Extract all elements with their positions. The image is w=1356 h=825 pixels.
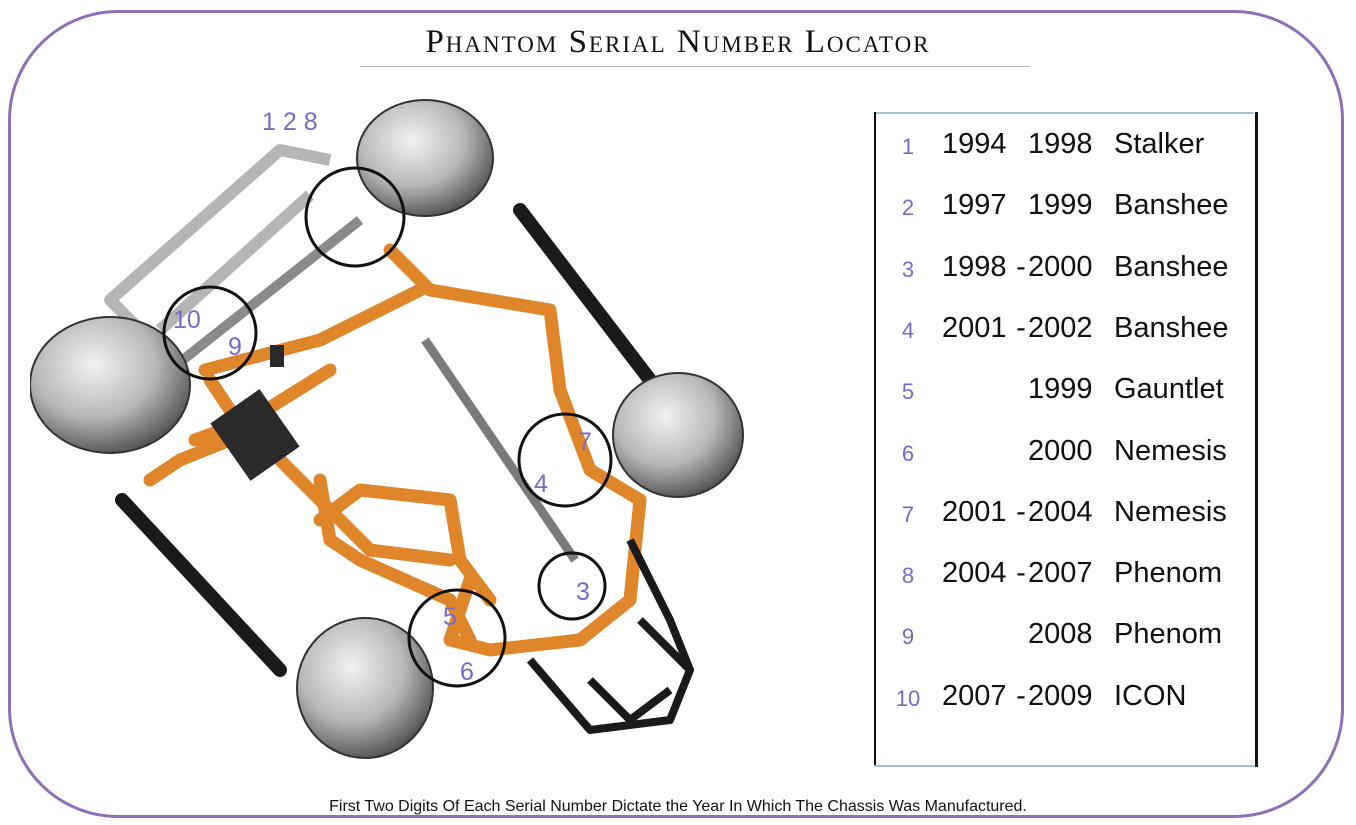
tire-rear-left — [356, 99, 494, 217]
legend-row: 10 2007-2009 ICON — [874, 680, 1258, 720]
kart-chassis-illustration: 1 2 8 10 9 7 4 3 5 6 — [30, 99, 744, 759]
legend-row: 4 2001-2002 Banshee — [874, 312, 1258, 352]
legend-start-year: 2001 — [942, 311, 1007, 344]
legend-dash: - — [1016, 495, 1026, 528]
tire-rear-right — [30, 316, 191, 454]
tire-front-right — [612, 372, 744, 498]
title-underline — [360, 66, 1030, 67]
legend-end-year: 1999 — [1028, 373, 1093, 406]
legend-row: 8 2004-2007 Phenom — [874, 557, 1258, 597]
legend-number: 1 — [901, 134, 915, 159]
legend-end-year: 2008 — [1028, 618, 1093, 651]
legend-number: 2 — [901, 195, 915, 221]
steering-column — [421, 337, 579, 563]
legend-start-year: 2004 — [942, 557, 1007, 590]
callout-9: 9 — [228, 333, 242, 361]
seat-mount — [210, 345, 300, 481]
legend-model: Banshee — [1114, 189, 1229, 222]
legend-start-year: 2007 — [942, 679, 1007, 712]
legend-dash: - — [1016, 311, 1026, 344]
legend-row: 7 2001-2004 Nemesis — [874, 496, 1258, 536]
legend-model: Stalker — [1114, 128, 1205, 160]
legend-row: 6 2000 Nemesis — [874, 435, 1258, 475]
legend-number: 5 — [901, 379, 915, 405]
legend-model: Banshee — [1114, 311, 1229, 344]
legend-number: 10 — [895, 685, 921, 711]
callout-1-2-8: 1 2 8 — [262, 108, 318, 136]
legend-row: 1 1994 1998 Stalker — [874, 128, 1258, 168]
legend-model: Banshee — [1114, 250, 1229, 283]
legend-model: Nemesis — [1114, 434, 1227, 467]
callout-10: 10 — [173, 306, 201, 334]
rear-bumper — [104, 144, 332, 345]
legend-start-year: 1997 — [942, 189, 1007, 222]
tires — [30, 99, 744, 759]
legend-row: 9 2008 Phenom — [874, 618, 1258, 658]
legend-right-rule — [1255, 112, 1258, 767]
circle-location-5-6 — [407, 588, 507, 688]
legend-number: 3 — [901, 256, 915, 282]
legend-model: ICON — [1114, 679, 1187, 712]
legend-start-year: 2001 — [942, 495, 1007, 528]
legend-dash: - — [1016, 557, 1026, 590]
legend-model: Phenom — [1114, 557, 1223, 590]
footer-note: First Two Digits Of Each Serial Number D… — [329, 798, 1027, 815]
legend-row: 2 1997 1999 Banshee — [874, 189, 1258, 229]
legend-end-year: 1998 — [1028, 128, 1093, 160]
legend-number: 4 — [901, 317, 915, 343]
legend-number: 6 — [901, 440, 915, 466]
legend-end-year: 2004 — [1028, 495, 1093, 528]
legend-end-year: 2000 — [1028, 434, 1093, 467]
legend-end-year: 2007 — [1028, 557, 1093, 590]
tire-front-left — [296, 617, 434, 759]
legend-end-year: 2009 — [1028, 679, 1093, 712]
legend-left-rule — [874, 112, 876, 767]
callout-4: 4 — [534, 470, 548, 498]
callout-3: 3 — [576, 578, 590, 606]
legend-top-rule — [874, 112, 1254, 114]
rounded-frame — [8, 10, 1344, 818]
circle-location-9-10 — [162, 285, 258, 381]
circle-location-3 — [537, 551, 607, 621]
legend-dash: - — [1016, 679, 1026, 712]
legend-end-year: 1999 — [1028, 189, 1093, 222]
callout-6: 6 — [460, 658, 474, 686]
callout-5: 5 — [443, 603, 457, 631]
legend-dash: - — [1016, 250, 1026, 283]
front-bumper-frame — [526, 538, 694, 734]
legend-row: 3 1998-2000 Banshee — [874, 251, 1258, 291]
circle-location-4-7 — [517, 412, 613, 508]
page-title: Phantom Serial Number Locator — [425, 24, 931, 60]
legend-model: Nemesis — [1114, 495, 1227, 528]
legend-number: 8 — [901, 563, 915, 589]
circle-location-1-2-8 — [304, 166, 406, 268]
side-bumpers — [115, 203, 657, 677]
legend-end-year: 2000 — [1028, 250, 1093, 283]
serial-location-circles — [162, 166, 613, 688]
legend-end-year: 2002 — [1028, 311, 1093, 344]
legend-number: 9 — [901, 624, 915, 650]
orange-frame-tubes — [143, 243, 647, 657]
rear-axle — [166, 216, 364, 374]
legend-bottom-rule — [874, 765, 1254, 767]
legend-model: Gauntlet — [1114, 373, 1224, 406]
legend-start-year: 1998 — [942, 250, 1007, 283]
legend-row: 5 1999 Gauntlet — [874, 373, 1258, 413]
legend-model: Phenom — [1114, 618, 1223, 651]
callout-7: 7 — [578, 428, 592, 456]
legend-start-year: 1994 — [942, 128, 1007, 160]
legend-number: 7 — [901, 501, 915, 527]
